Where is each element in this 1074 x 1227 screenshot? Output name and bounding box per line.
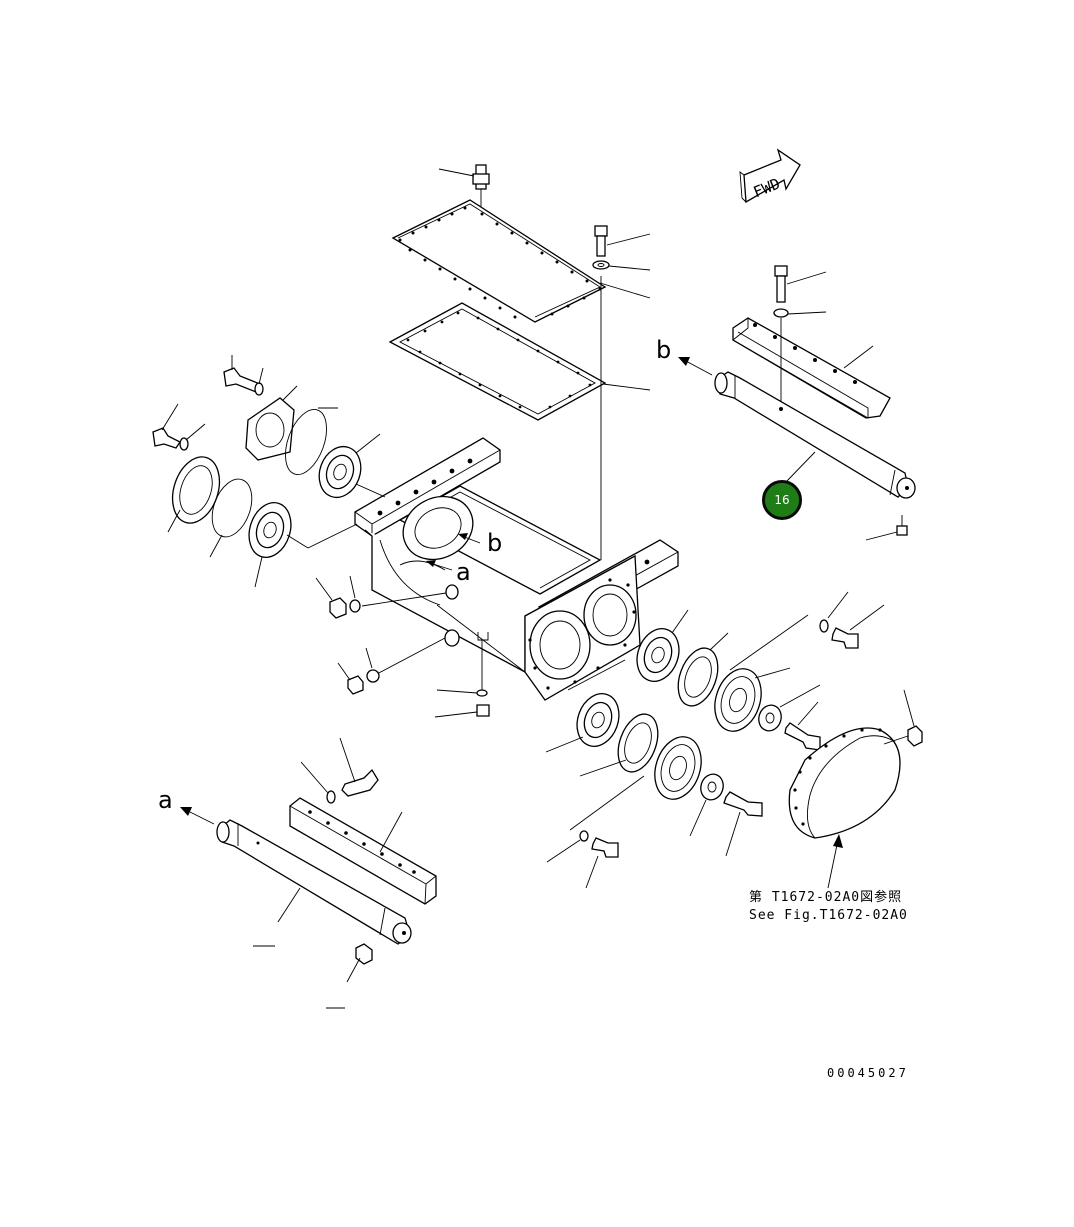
- reference-note-english: See Fig.T1672-02A0: [749, 908, 908, 923]
- right-bearing-gear-stack: [545, 591, 885, 889]
- final-drive-cover: [788, 689, 923, 889]
- view-label-b-secondary: b: [487, 529, 502, 557]
- shaft-assembly-a: [180, 737, 437, 1009]
- reference-note-japanese: 第 T1672-02A0図参照: [749, 890, 903, 905]
- shaft-assembly-b: [678, 265, 916, 541]
- document-number: 00045027: [827, 1066, 909, 1080]
- view-label-a-primary: a: [158, 786, 173, 814]
- view-label-b-primary: b: [656, 336, 671, 364]
- cover-gasket: [388, 302, 607, 421]
- top-cover-plate: [391, 199, 607, 323]
- left-bearing-stack: [152, 355, 386, 588]
- view-label-a-secondary: a: [456, 558, 471, 586]
- part-callout-16[interactable]: 16: [762, 480, 802, 520]
- cover-bolt-and-washer: [592, 225, 651, 560]
- main-case-frame: [354, 437, 679, 701]
- part-callout-number: 16: [774, 493, 790, 507]
- fwd-arrow-marker: FWD: [739, 148, 801, 204]
- case-side-plugs: [315, 575, 526, 718]
